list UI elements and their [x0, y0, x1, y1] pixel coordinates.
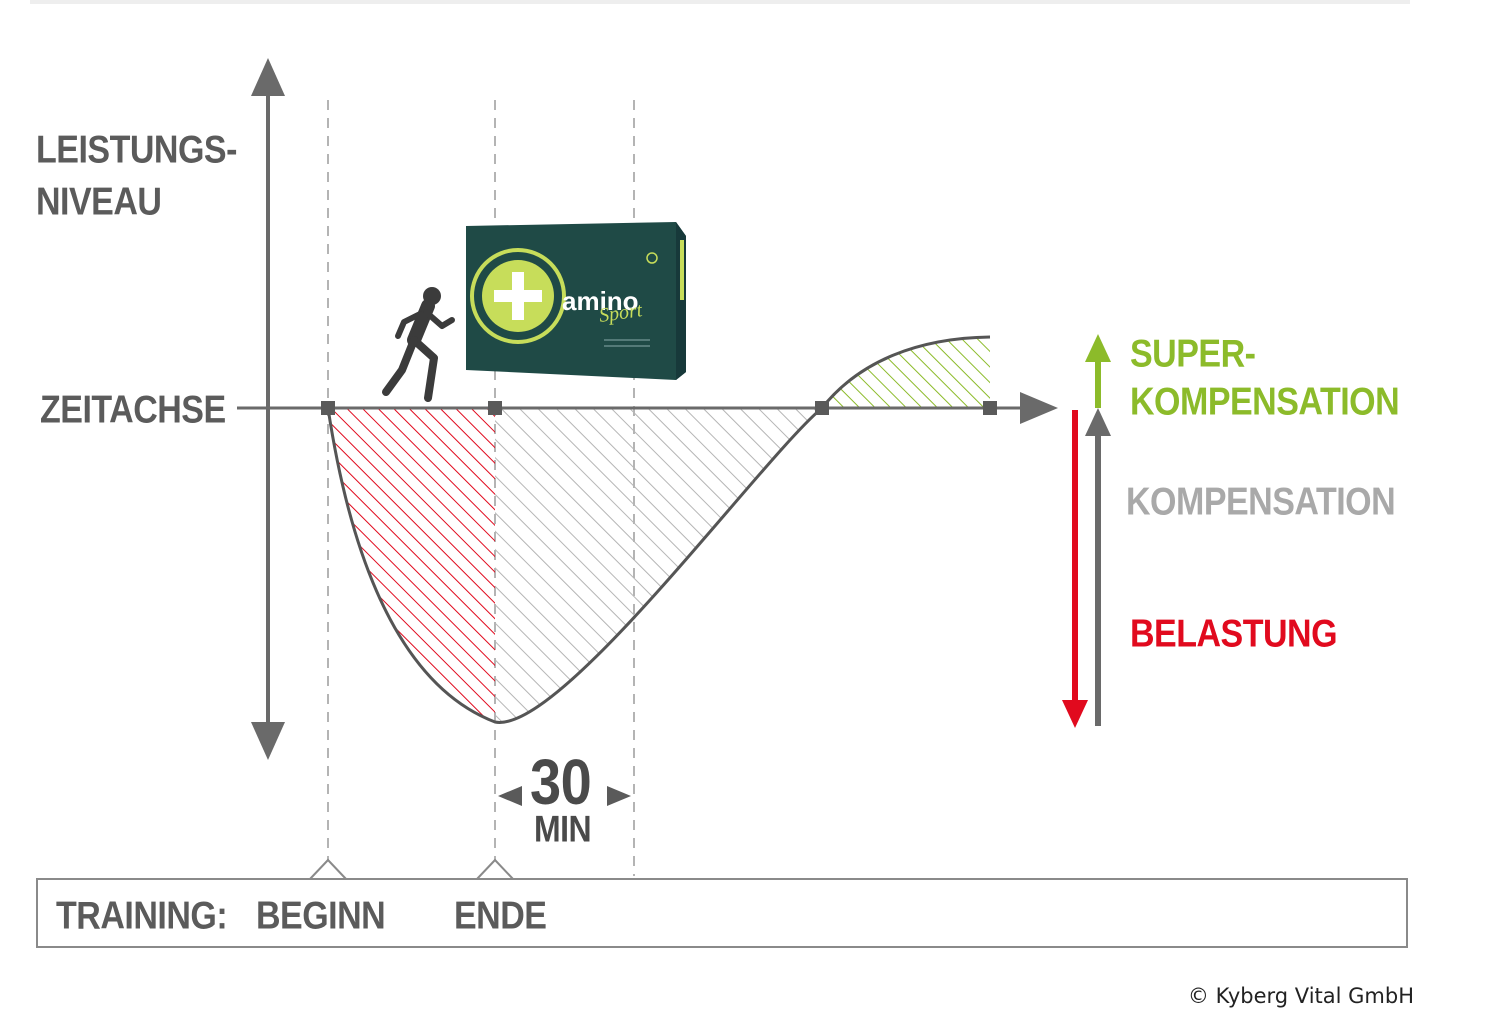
interval-value: 30	[530, 745, 592, 818]
training-box	[36, 878, 1408, 948]
x-axis-arrow	[1020, 392, 1058, 424]
training-begin: BEGINN	[256, 894, 386, 938]
marker-ende	[488, 401, 502, 415]
training-end: ENDE	[454, 894, 547, 938]
belastung-arrow-head	[1062, 700, 1088, 728]
y-axis-label-line1: LEISTUNGS-	[36, 128, 237, 172]
y-axis-arrow-down	[251, 722, 285, 760]
belastung-label: BELASTUNG	[1130, 612, 1338, 656]
belastung-area	[328, 408, 495, 722]
x-axis-label: ZEITACHSE	[40, 388, 226, 432]
notch-beginn	[309, 858, 347, 880]
kompensation-label: KOMPENSATION	[1126, 480, 1396, 524]
superkompensation-area	[822, 337, 990, 408]
top-shadow	[30, 0, 1410, 4]
superkompensation-label-line1: SUPER-	[1130, 332, 1256, 376]
interval-unit: MIN	[534, 808, 592, 850]
interval-arrow-right	[607, 786, 631, 806]
copyright: © Kyberg Vital GmbH	[1187, 984, 1414, 1008]
training-label: TRAINING:	[56, 894, 228, 938]
notch-ende	[476, 858, 514, 880]
marker-beginn	[321, 401, 335, 415]
y-axis-arrow-up	[251, 58, 285, 96]
performance-curve	[326, 335, 991, 724]
kompensation-arrow-head	[1085, 408, 1111, 436]
kompensation-area	[495, 408, 822, 723]
superkompensation-arrow-head	[1085, 334, 1111, 362]
y-axis-label-line2: NIVEAU	[36, 180, 162, 224]
interval-arrow-left	[498, 786, 522, 806]
product-brand: amino	[562, 286, 639, 316]
marker-recovery	[815, 401, 829, 415]
superkompensation-label-line2: KOMPENSATION	[1130, 380, 1400, 424]
runner-icon	[382, 287, 455, 402]
marker-super	[983, 401, 997, 415]
product-box-icon: amino Sport	[466, 222, 686, 380]
